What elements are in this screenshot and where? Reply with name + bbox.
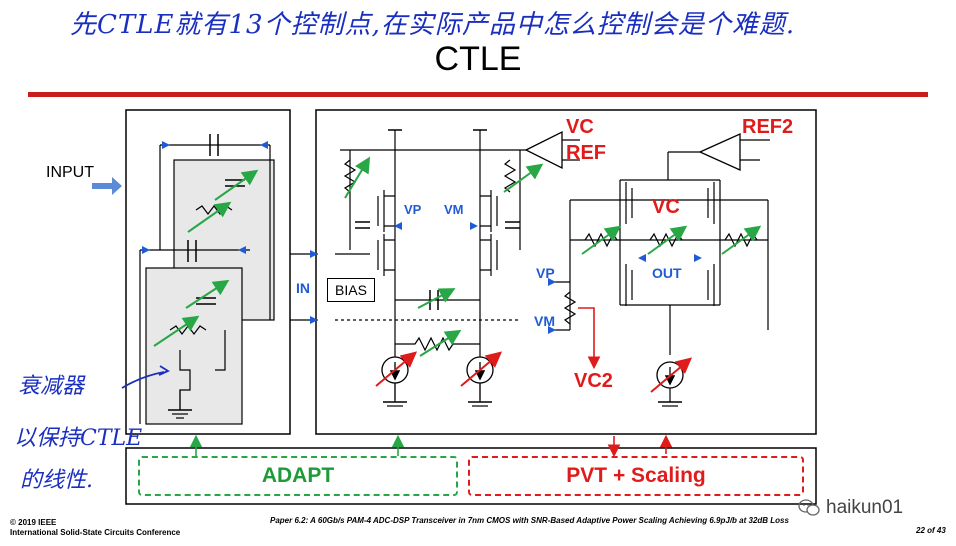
bias-label: BIAS	[335, 282, 367, 298]
vc-right-label: VC	[652, 196, 680, 218]
page-title: CTLE	[434, 40, 522, 78]
adapt-label: ADAPT	[261, 464, 335, 487]
vp-right-label: VP	[536, 265, 555, 281]
input-arrow-icon	[92, 177, 122, 195]
footer-copyright-line1: © 2019 IEEE	[10, 518, 57, 527]
vc-ref-label-2: REF	[566, 142, 606, 164]
handwritten-note-top: 先CTLE就有13个控制点,在实际产品中怎么控制会是个难题.	[70, 10, 796, 40]
footer-page-number: 22 of 43	[916, 526, 946, 535]
watermark-text: haikun01	[826, 497, 904, 518]
out-label: OUT	[652, 265, 682, 281]
watermark: haikun01	[798, 497, 903, 519]
attenuator-block	[125, 109, 291, 435]
pvt-scaling-block: PVT + Scaling	[468, 456, 804, 496]
ctle-core-block	[315, 109, 817, 435]
vm-left-label: VM	[444, 202, 464, 217]
pvt-scaling-label: PVT + Scaling	[566, 464, 706, 487]
vcref-amplifier	[524, 130, 563, 170]
side-note-line1: 衰减器	[18, 374, 85, 399]
vc2-label: VC2	[574, 370, 613, 392]
footer-paper: Paper 6.2: A 60Gb/s PAM-4 ADC-DSP Transc…	[270, 516, 789, 525]
bias-box: BIAS	[327, 278, 375, 302]
side-note-line3: 的线性.	[20, 468, 93, 493]
attenuator-stage-front	[145, 267, 243, 425]
vm-right-label: VM	[534, 313, 555, 329]
ref2-label: REF2	[742, 116, 794, 138]
vp-left-label: VP	[404, 202, 422, 217]
control-block	[125, 447, 817, 505]
side-note-line2: 以保持CTLE	[14, 426, 143, 451]
wechat-icon	[798, 499, 820, 516]
ref2-amplifier	[698, 132, 741, 172]
title-divider	[28, 92, 928, 97]
input-label: INPUT	[46, 164, 94, 181]
vc-ref-label-1: VC	[566, 116, 594, 138]
adapt-block: ADAPT	[138, 456, 458, 496]
in-label: IN	[296, 280, 310, 296]
footer-copyright-line2: International Solid-State Circuits Confe…	[10, 528, 181, 537]
footer-copyright: © 2019 IEEE International Solid-State Ci…	[10, 518, 180, 538]
